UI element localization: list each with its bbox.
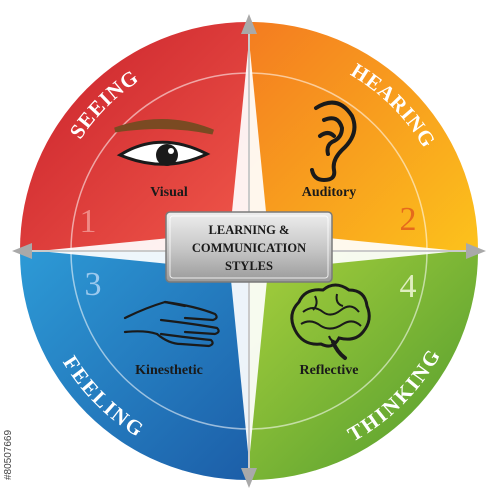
arrow-up-icon	[241, 14, 257, 34]
quadrant-number-1: 1	[80, 203, 97, 240]
center-title-line-3: STYLES	[225, 259, 273, 273]
brain-icon	[290, 283, 371, 360]
arrow-right-icon	[466, 243, 486, 259]
quadrant-thinking	[250, 252, 478, 480]
stock-id-text-container: #80507669	[3, 340, 15, 480]
quadrant-label-auditory: Auditory	[302, 185, 356, 200]
stock-id-text: #80507669	[3, 429, 14, 480]
center-plate	[165, 211, 333, 283]
ear-icon	[310, 100, 357, 183]
quadrant-feeling	[20, 252, 248, 480]
arrow-down-icon	[241, 468, 257, 488]
quadrant-label-visual: Visual	[150, 185, 188, 200]
hand-icon	[123, 300, 220, 348]
quadrant-number-3: 3	[85, 266, 102, 303]
center-title-line-1: LEARNING &	[209, 223, 290, 237]
quadrant-label-reflective: Reflective	[299, 363, 358, 378]
center-plate-inner	[169, 215, 329, 279]
arrow-left-icon	[12, 243, 32, 259]
center-title-line-2: COMMUNICATION	[192, 241, 306, 255]
quadrant-number-2: 2	[400, 201, 417, 238]
quadrant-hearing	[250, 22, 478, 250]
quadrant-number-4: 4	[400, 268, 417, 305]
quadrant-seeing	[20, 22, 248, 250]
quadrant-label-kinesthetic: Kinesthetic	[135, 363, 203, 378]
eye-icon	[114, 118, 214, 166]
